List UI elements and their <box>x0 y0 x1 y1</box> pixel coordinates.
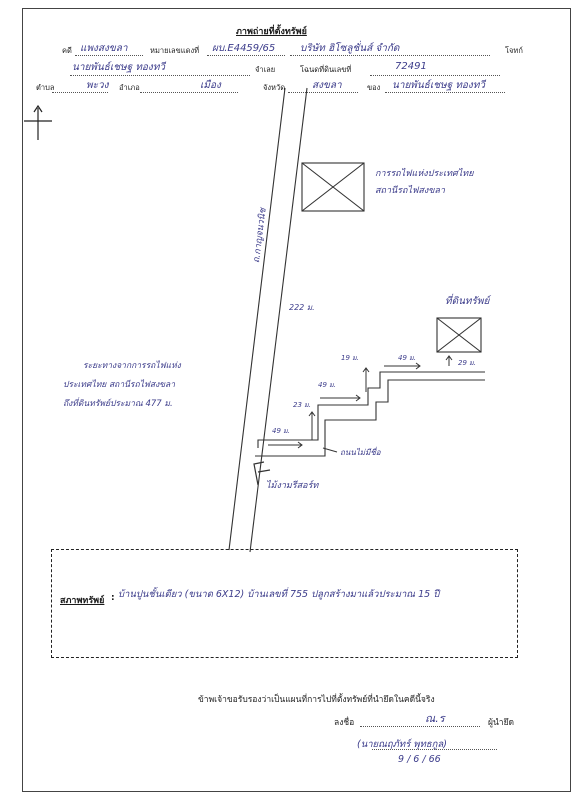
distance-note-line2: ประเทศไทย สถานีรถไฟสงขลา <box>63 380 176 390</box>
role-label: ผู้นำยึด <box>488 718 515 728</box>
distance-note-line1: ระยะทางจากการรถไฟแห่ง <box>83 361 181 371</box>
condition-label: สภาพทรัพย์ <box>60 596 105 606</box>
document-sheet <box>22 8 571 792</box>
condition-box <box>51 549 518 658</box>
plaintiff-line <box>290 55 490 56</box>
segment-1-label: 49 ม. <box>272 427 290 435</box>
case-no-label: หมายเลขแดงที่ <box>150 46 200 55</box>
case-line <box>75 55 143 56</box>
resort-sign-label: ไม้งามรีสอร์ท <box>266 481 319 491</box>
route-path <box>255 371 485 457</box>
signature: ณ.ร <box>425 712 445 725</box>
compass-icon <box>24 104 52 140</box>
document-title: ภาพถ่ายที่ตั้งทรัพย์ <box>236 27 307 37</box>
segment-6-label: 29 ม. <box>458 359 476 367</box>
signer-name: (นายณฤภัทร์ พุทธกูล) <box>357 739 447 750</box>
segment-2-label: 23 ม. <box>293 401 311 409</box>
subdistrict-value: พะวง <box>86 80 109 91</box>
defendant-value: นายพันธ์เชษฐ ทองทวี <box>72 62 166 73</box>
segment-3-label: 49 ม. <box>318 381 336 389</box>
signature-line <box>360 726 480 727</box>
signer-line <box>372 749 497 750</box>
deed-label: โฉนดที่ดินเลขที่ <box>300 65 352 74</box>
alley-pointer <box>322 447 338 453</box>
district-line <box>140 92 238 93</box>
date: 9 / 6 / 66 <box>398 754 441 765</box>
case-value: แพงสงขลา <box>80 43 128 54</box>
station-box-icon <box>301 162 365 212</box>
subdistrict-line <box>52 92 108 93</box>
alley-label: ถนนไม่มีชื่อ <box>340 448 381 457</box>
signpost-icon <box>253 461 271 486</box>
deed-line <box>370 75 500 76</box>
case-no-value: ผบ.E4459/65 <box>212 43 276 54</box>
province-value: สงขลา <box>312 80 342 91</box>
station-label-line1: การรถไฟแห่งประเทศไทย สถานีรถไฟสงขลา <box>375 166 483 200</box>
property-label: ที่ดินทรัพย์ <box>445 296 490 307</box>
road-distance-label: 222 ม. <box>289 303 315 312</box>
route-arrows <box>268 355 453 449</box>
case-label: คดี <box>62 46 72 55</box>
plaintiff-label: โจทก์ <box>505 46 523 55</box>
station-label: การรถไฟแห่งประเทศไทย สถานีรถไฟสงขลา <box>375 169 474 196</box>
certification-statement: ข้าพเจ้าขอรับรองว่าเป็นแผนที่การไปที่ตั้… <box>198 695 435 705</box>
main-road <box>228 87 308 553</box>
district-label: อำเภอ <box>119 83 140 92</box>
owner-line <box>385 92 505 93</box>
segment-5-label: 49 ม. <box>398 354 416 362</box>
sign-label: ลงชื่อ <box>334 718 355 728</box>
property-box-icon <box>436 317 482 353</box>
province-label: จังหวัด <box>263 83 286 92</box>
defendant-line <box>70 75 250 76</box>
distance-note-line3: ถึงที่ดินทรัพย์ประมาณ 477 ม. <box>63 399 173 409</box>
owner-value: นายพันธ์เชษฐ ทองทวี <box>392 80 486 91</box>
district-value: เมือง <box>200 80 221 91</box>
subdistrict-label: ตำบล <box>36 83 55 92</box>
deed-value: 72491 <box>395 61 427 72</box>
defendant-label: จำเลย <box>255 65 276 74</box>
condition-value: บ้านปูนชั้นเดียว (ขนาด 6X12) บ้านเลขที่ … <box>118 589 440 600</box>
plaintiff-value: บริษัท ฮิโซลูชั่นส์ จำกัด <box>300 43 400 54</box>
owner-label: ของ <box>367 83 381 92</box>
segment-4-label: 19 ม. <box>341 354 359 362</box>
condition-colon: : <box>111 593 115 603</box>
province-line <box>288 92 358 93</box>
case-no-line <box>207 55 285 56</box>
